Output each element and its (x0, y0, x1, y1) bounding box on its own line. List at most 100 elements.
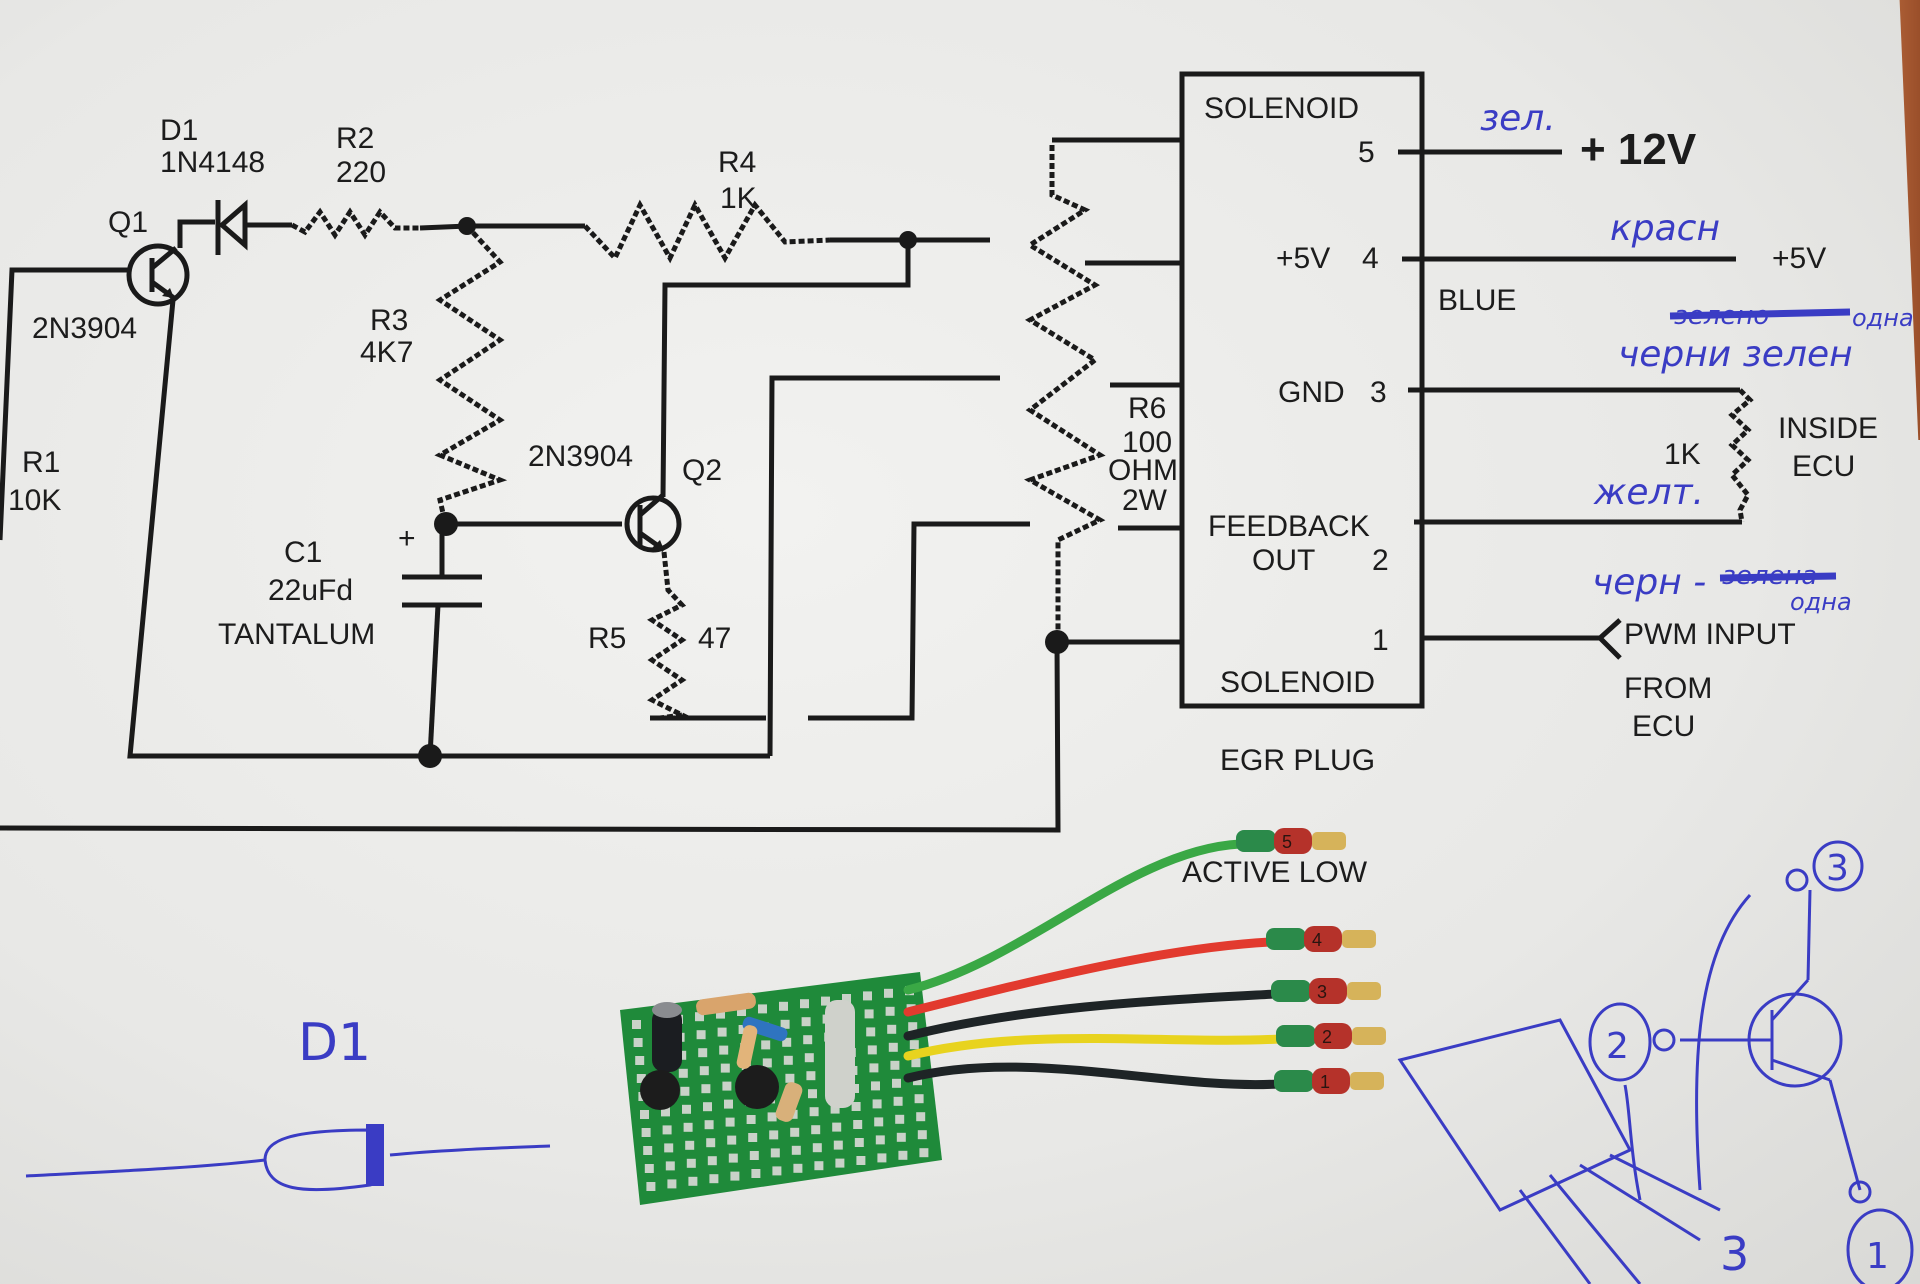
perfboard-hole (701, 1084, 711, 1094)
label-plus-12v: + 12V (1580, 125, 1697, 174)
perfboard-hole (888, 1042, 898, 1052)
egr-plug-title: EGR PLUG (1220, 744, 1375, 777)
perfboard-hole (814, 1161, 824, 1171)
perfboard-hole (780, 1019, 790, 1029)
label-from: FROM (1624, 672, 1712, 705)
perfboard-hole (892, 1078, 901, 1088)
label-c1-ref: C1 (284, 536, 322, 569)
perfboard-hole (812, 1143, 822, 1153)
label-c1-value: 22uFd (268, 574, 353, 607)
perfboard-hole (877, 1153, 887, 1163)
perfboard-hole (790, 1127, 800, 1137)
transistor-q1 (126, 243, 190, 307)
note-pin4-color: красн (1610, 208, 1720, 249)
perfboard-hole (842, 994, 851, 1003)
perfboard-hole (682, 1104, 691, 1114)
perfboard-hole (644, 1164, 654, 1173)
perfboard-hole (698, 1048, 708, 1058)
terminal-pin-number: 3 (1317, 982, 1327, 1002)
perfboard-hole (772, 1166, 782, 1176)
perfboard-hole (896, 1132, 906, 1142)
perfboard-hole (746, 1115, 756, 1124)
svg-text:1: 1 (1866, 1236, 1889, 1277)
pin3-name: GND (1278, 376, 1345, 409)
perfboard-hole (709, 1174, 719, 1184)
label-q2-part: 2N3904 (528, 440, 633, 473)
label-d1-part: 1N4148 (160, 146, 265, 179)
perfboard-hole (688, 1176, 698, 1186)
perfboard-hole (716, 1009, 725, 1019)
perfboard-hole (640, 1110, 649, 1119)
heatshrink-sleeve (1276, 1025, 1316, 1047)
perfboard-hole (853, 1120, 863, 1129)
label-r3-ref: R3 (370, 304, 408, 337)
perfboard-hole (909, 1040, 919, 1050)
perfboard-hole (917, 1130, 927, 1140)
perfboard-hole (722, 1081, 732, 1091)
perfboard-hole (832, 1122, 842, 1132)
pin2-name2: OUT (1252, 544, 1315, 577)
pwm-arrow (1596, 618, 1622, 660)
terminal-pin-number: 4 (1312, 930, 1322, 950)
board-components (640, 992, 855, 1122)
heatshrink-sleeve (1266, 928, 1306, 950)
perfboard-hole (916, 1112, 926, 1122)
perfboard-hole (791, 1145, 801, 1155)
perfboard-hole (866, 1027, 876, 1037)
label-r6-unit: OHM (1108, 454, 1178, 487)
pin1-num: 1 (1372, 624, 1389, 657)
label-q1-part: 2N3904 (32, 312, 137, 345)
perfboard-hole (706, 1138, 716, 1148)
label-r1-value: 10K (8, 484, 61, 517)
perfboard-hole (869, 1063, 879, 1073)
label-r6-ref: R6 (1128, 392, 1166, 425)
pin2-num: 2 (1372, 544, 1389, 577)
lead-wire-pin-5 (903, 839, 1245, 995)
perfboard-hole (662, 1125, 672, 1135)
perfboard-hole (646, 1182, 656, 1191)
lead-wire-pin-4 (903, 937, 1275, 1017)
resistor-r5 (647, 551, 691, 721)
perfboard-hole (719, 1045, 729, 1055)
perfboard-hole (872, 1099, 882, 1109)
perfboard-hole (696, 1030, 706, 1040)
svg-text:одна: одна (1790, 588, 1852, 616)
perfboard-hole (632, 1020, 641, 1029)
note-pin1-color: черн - (1592, 562, 1706, 603)
spade-terminal (1342, 930, 1376, 948)
spade-terminal-insulator (1304, 926, 1342, 952)
perfboard-hole (893, 1096, 903, 1106)
perfboard-hole (737, 1007, 746, 1016)
transistor-q2-body (735, 1065, 779, 1109)
perfboard-hole (738, 1025, 748, 1034)
perfboard-hole (908, 1022, 918, 1032)
lead-wire-pin-2 (903, 1034, 1285, 1061)
perfboard-hole (821, 996, 830, 1006)
label-plus-5v: +5V (1772, 242, 1826, 275)
diode-d1 (215, 199, 292, 255)
perfboard-hole (720, 1063, 730, 1073)
perfboard-hole (885, 1006, 895, 1016)
perfboard-hole (835, 1158, 845, 1168)
label-r4-value: 1K (720, 182, 757, 215)
terminal-pin-number: 5 (1282, 832, 1292, 852)
perfboard-hole (833, 1140, 843, 1150)
resistor-r3 (434, 224, 508, 523)
label-r5-value: 47 (698, 622, 731, 655)
perfboard-hole (748, 1133, 758, 1142)
perfboard-hole (801, 1017, 811, 1027)
perfboard-hole (914, 1094, 924, 1104)
perfboard-hole (641, 1128, 651, 1137)
perfboard-hole (703, 1102, 712, 1112)
perfboard-hole (803, 1035, 813, 1045)
terminal-pin-number: 2 (1322, 1027, 1332, 1047)
perfboard-hole (758, 1004, 767, 1014)
transistor-q2 (624, 493, 682, 553)
label-r1-ref: R1 (22, 446, 60, 479)
lead-wire-pin-3 (903, 989, 1280, 1041)
perfboard-hole (793, 1163, 803, 1173)
sketch-transistor-pinout: 3 2 1 3 (1397, 840, 1914, 1284)
perfboard-hole (680, 1086, 690, 1096)
heatshrink-sleeve (1236, 830, 1276, 852)
